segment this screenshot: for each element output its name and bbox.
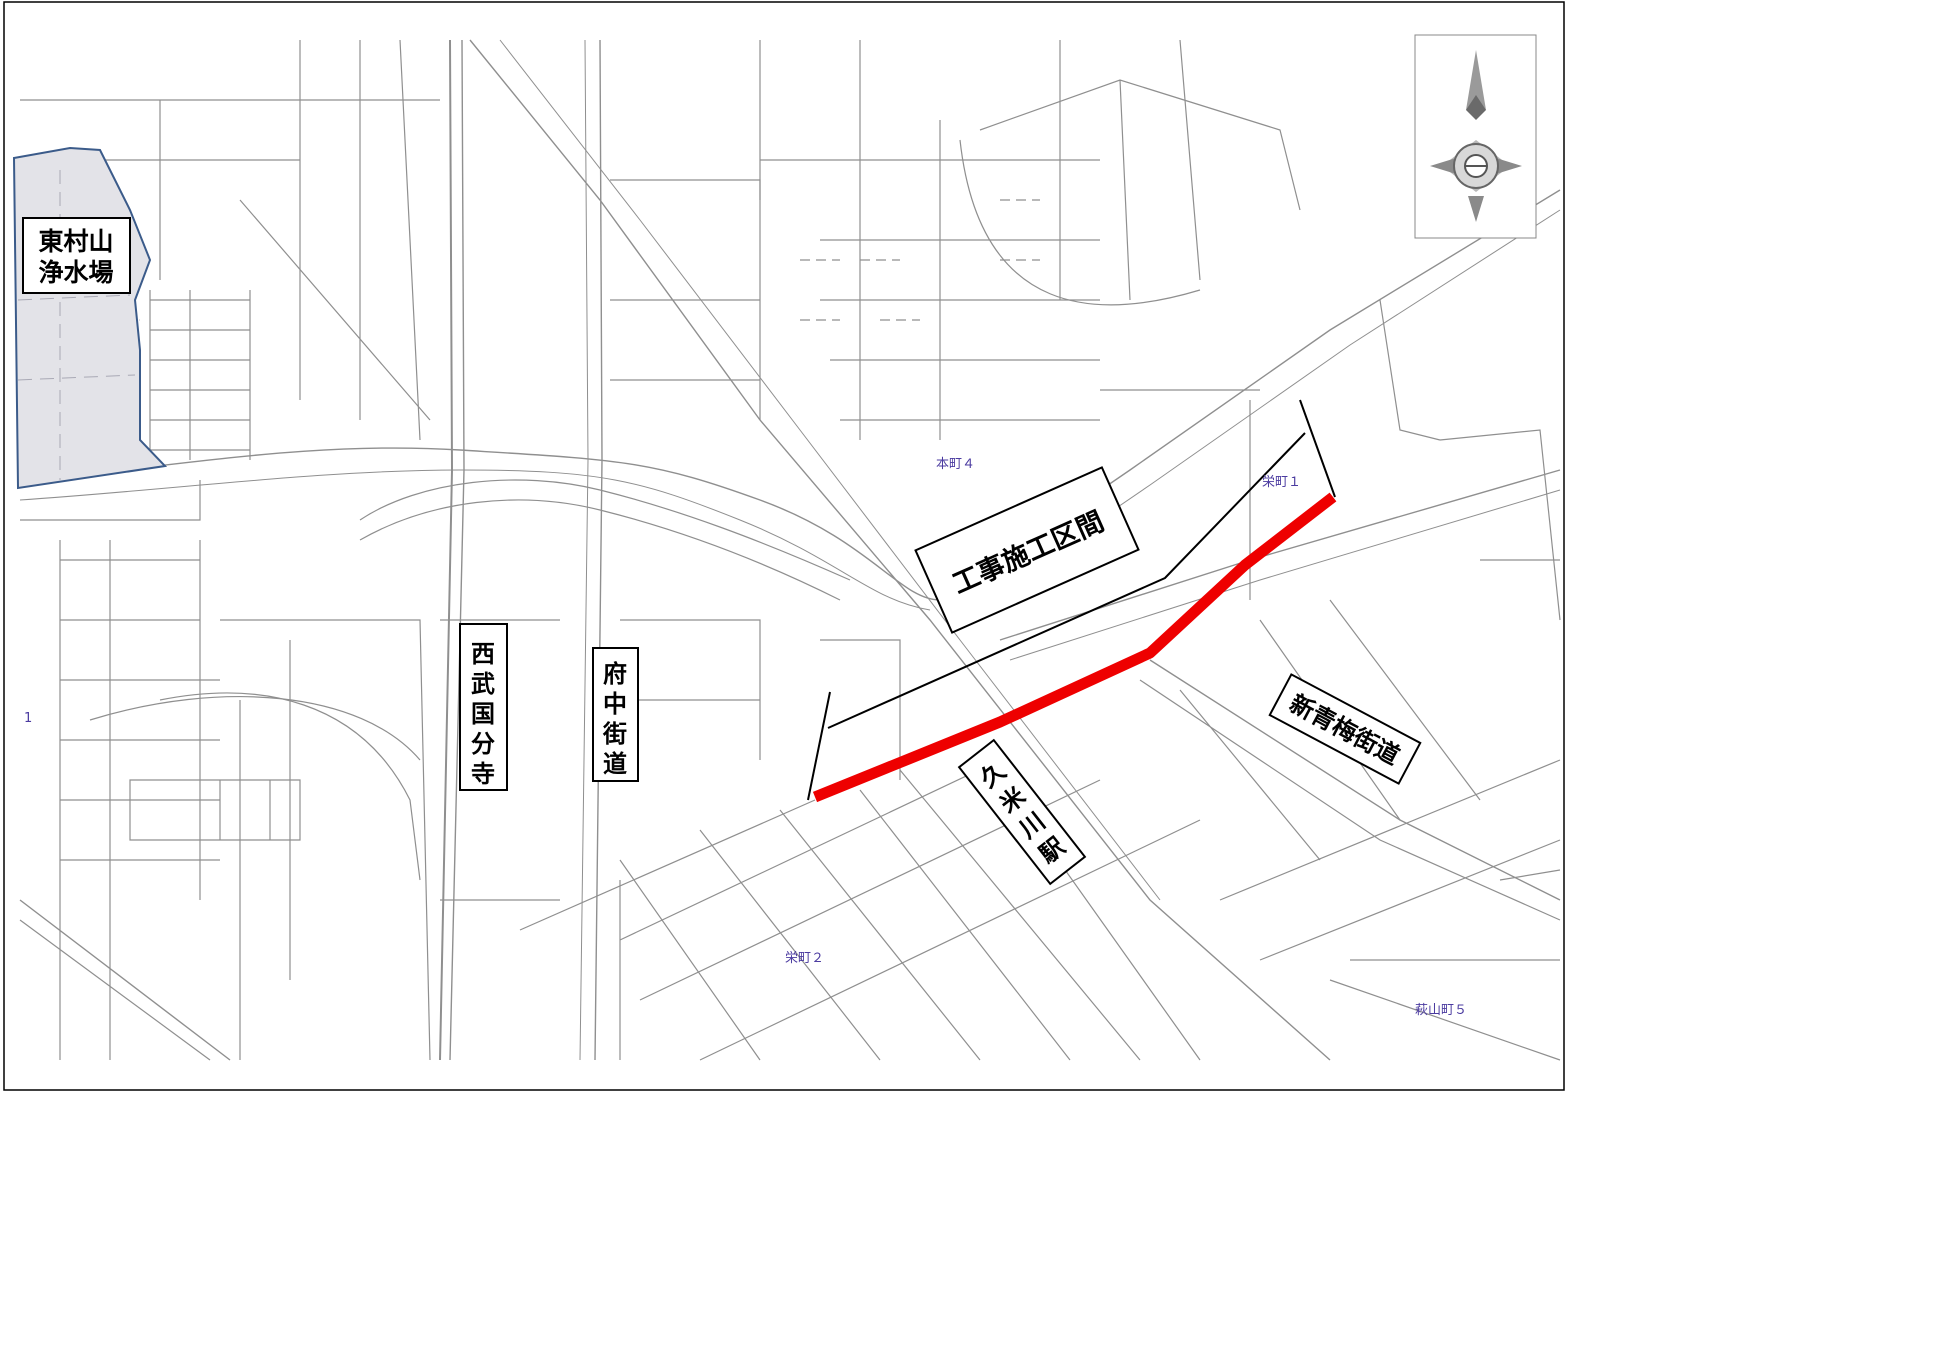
svg-text:国: 国 — [471, 700, 495, 728]
town-labels: 本町４ 栄町１ 栄町２ 萩山町５ 1 — [24, 457, 1467, 1018]
svg-text:道: 道 — [603, 750, 627, 778]
seibu-kokubunji-label: 西 武 国 分 寺 — [459, 623, 508, 791]
map-frame — [3, 1, 1565, 1091]
purification-plant-label: 東村山 浄水場 — [22, 217, 131, 294]
svg-text:武: 武 — [471, 670, 495, 698]
town-edge-1: 1 — [24, 711, 32, 726]
svg-text:中: 中 — [603, 690, 627, 718]
svg-text:東村山: 東村山 — [38, 227, 113, 256]
construction-section-bracket — [807, 399, 1336, 801]
svg-text:浄水場: 浄水場 — [38, 258, 113, 287]
town-hagiyamacho5: 萩山町５ — [1415, 1003, 1467, 1018]
svg-text:寺: 寺 — [471, 760, 495, 788]
kumegawa-station-label: 久 米 川 駅 — [957, 738, 1087, 886]
svg-text:府: 府 — [603, 660, 627, 688]
town-sakaecho2: 栄町２ — [785, 951, 824, 966]
svg-text:街: 街 — [602, 720, 627, 748]
construction-map: 東村山 浄水場 工事施工区間 西 武 国 分 寺 府 中 街 道 久 米 川 駅 — [3, 1, 1565, 1091]
construction-section-label: 工事施工区間 — [914, 466, 1140, 634]
town-honmachi4: 本町４ — [936, 457, 975, 472]
svg-text:西: 西 — [471, 640, 495, 668]
town-sakaecho1: 栄町１ — [1262, 475, 1301, 490]
fuchu-kaido-label: 府 中 街 道 — [592, 647, 639, 782]
construction-route-line — [812, 492, 1337, 803]
compass-rose-icon — [1414, 34, 1537, 239]
svg-text:分: 分 — [471, 730, 495, 758]
